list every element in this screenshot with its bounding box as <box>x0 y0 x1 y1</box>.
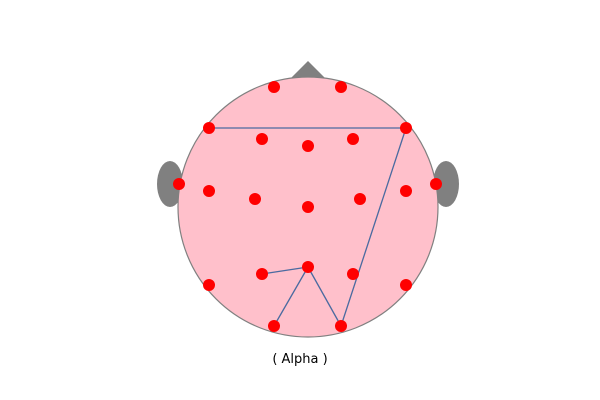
electrode-e14 <box>400 185 412 197</box>
connection-lines <box>209 127 407 327</box>
electrode-e7 <box>347 133 359 145</box>
connection-line <box>273 266 309 327</box>
electrode-e12 <box>302 201 314 213</box>
electrode-e20 <box>268 320 280 332</box>
electrode-e16 <box>302 261 314 273</box>
electrode-e3 <box>203 122 215 134</box>
connection-line <box>340 127 407 327</box>
electrode-e9 <box>430 178 442 190</box>
left-ear <box>157 161 183 207</box>
electrode-e13 <box>354 193 366 205</box>
electrode-e5 <box>256 133 268 145</box>
electrode-e17 <box>347 268 359 280</box>
band-caption: ( Alpha ) <box>272 352 328 367</box>
electrode-e8 <box>173 178 185 190</box>
connection-line <box>307 266 342 327</box>
nose <box>291 61 325 78</box>
right-ear <box>433 161 459 207</box>
connection-line <box>261 266 309 275</box>
electrode-e4 <box>400 122 412 134</box>
electrode-e10 <box>203 185 215 197</box>
electrode-e6 <box>302 140 314 152</box>
electrode-markers <box>173 81 442 332</box>
electrode-e21 <box>335 320 347 332</box>
electrode-e11 <box>249 193 261 205</box>
electrode-e19 <box>400 279 412 291</box>
electrode-e1 <box>268 81 280 93</box>
electrode-e15 <box>256 268 268 280</box>
electrode-e2 <box>335 81 347 93</box>
electrode-e18 <box>203 279 215 291</box>
